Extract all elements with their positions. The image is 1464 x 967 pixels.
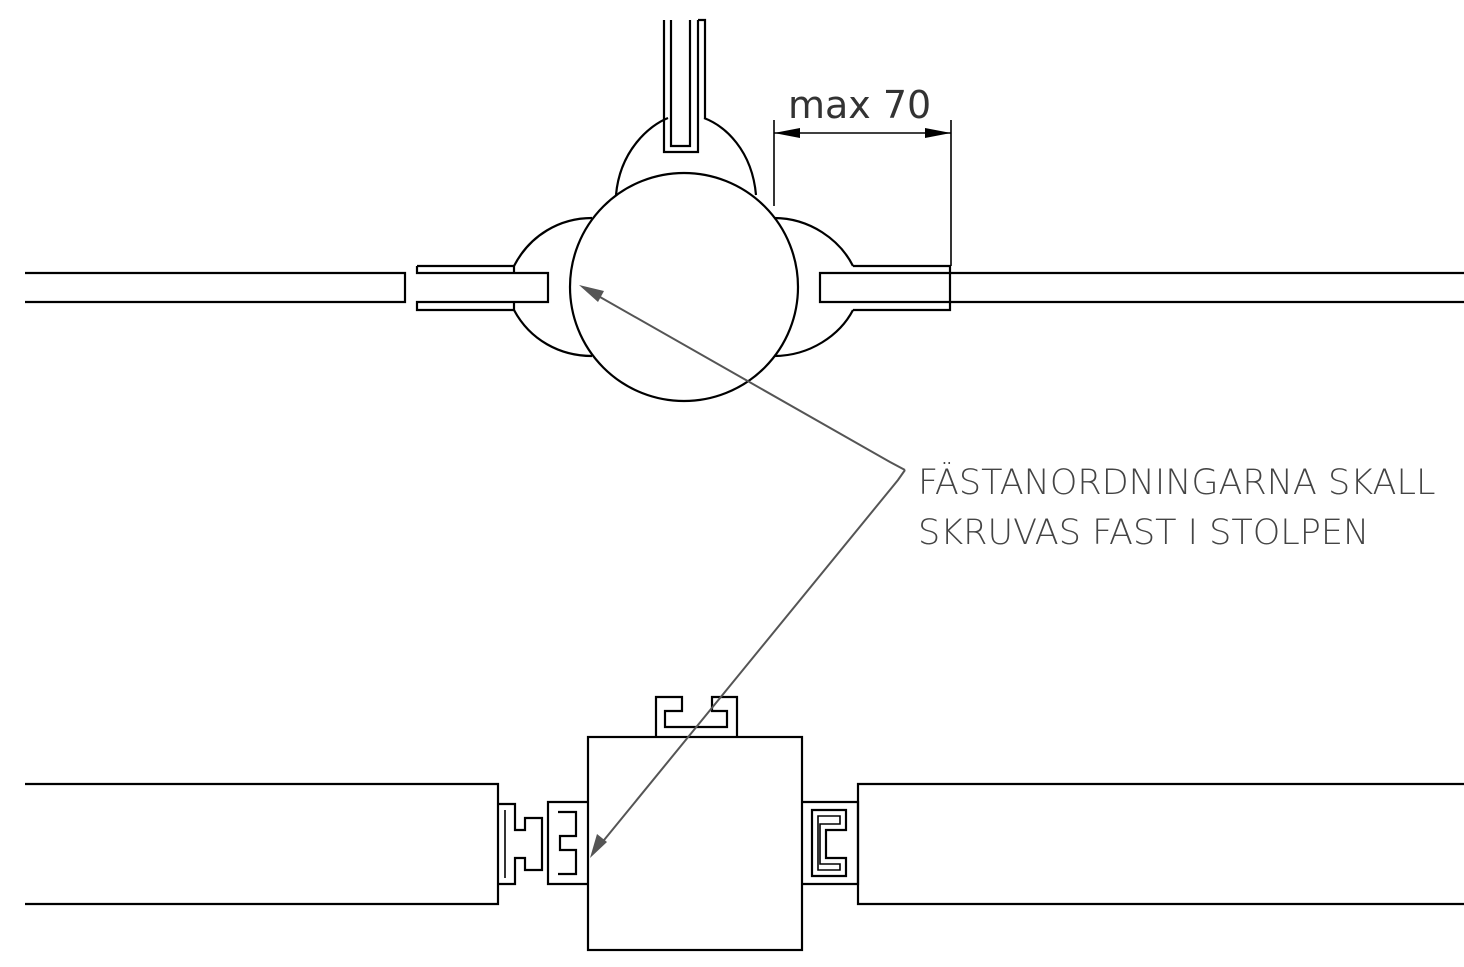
right-panel-clip: [818, 264, 952, 312]
top-panel: [662, 20, 700, 154]
right-post-clip: [802, 800, 860, 886]
leader-lower: [599, 469, 906, 846]
left-h-profile: [498, 802, 544, 886]
round-post: [568, 171, 800, 403]
right-panel: [950, 271, 1464, 304]
left-bracket-lobe: [513, 216, 593, 358]
leader-upper-arrowhead: [579, 285, 604, 302]
leader-lines: [579, 285, 906, 858]
bottom-right-panel: [856, 782, 1464, 906]
right-post-clip-inner: [817, 815, 841, 871]
leader-lower-arrowhead: [590, 834, 607, 858]
square-post: [586, 735, 804, 952]
note-line-2: SKRUVAS FAST I STOLPEN: [918, 513, 1369, 553]
dimension-label: max 70: [788, 83, 931, 127]
right-bracket-lobe: [773, 216, 854, 358]
note: FÄSTANORDNINGARNA SKALL SKRUVAS FAST I S…: [918, 461, 1436, 553]
square-post-assembly: [25, 695, 1464, 952]
dimension-max-70: max 70: [773, 83, 952, 266]
bottom-left-panel: [25, 782, 500, 906]
top-slot-profile: [654, 695, 739, 737]
top-panel-inner: [698, 18, 707, 118]
round-post-assembly: [25, 18, 1464, 403]
top-bracket-lobe: [614, 116, 758, 196]
left-panel-clip: [415, 264, 550, 312]
left-post-clip: [546, 800, 588, 886]
note-line-1: FÄSTANORDNINGARNA SKALL: [918, 461, 1436, 503]
leader-upper: [592, 292, 906, 471]
left-panel: [25, 271, 407, 304]
